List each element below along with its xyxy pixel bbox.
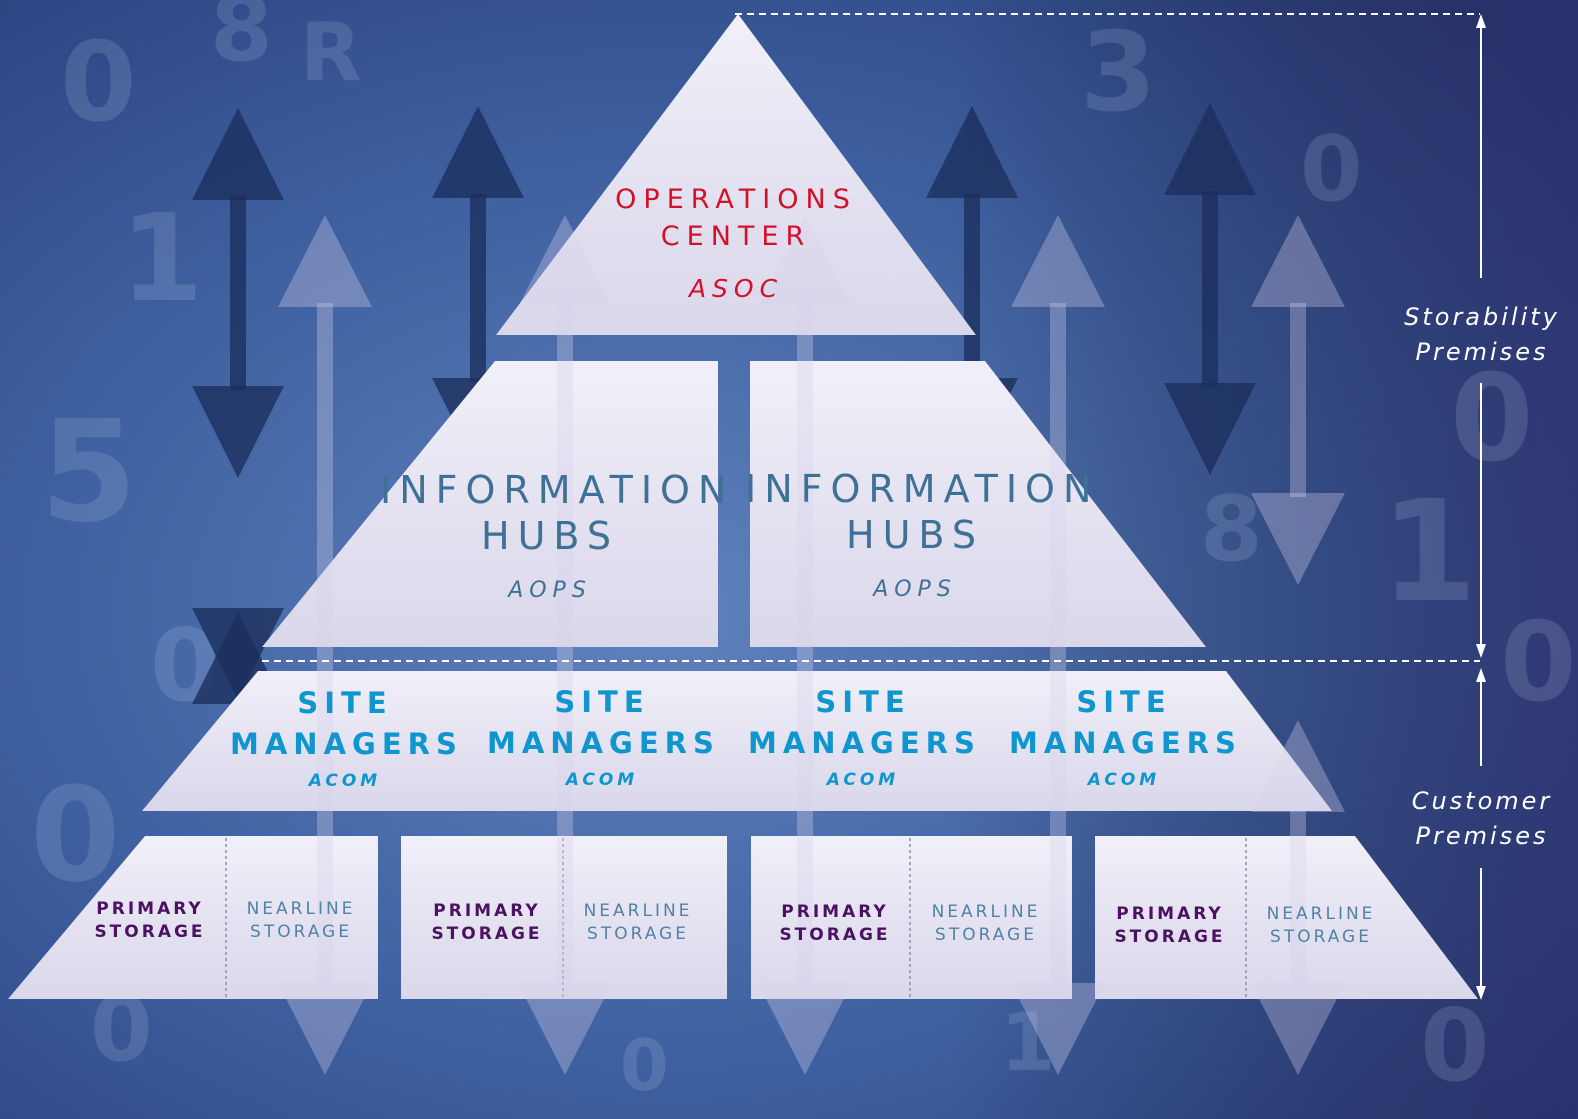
double-arrow-icon bbox=[758, 215, 852, 1075]
storability-premises-label: Storability Premises bbox=[1396, 300, 1568, 370]
site-manager-1-title: SITE MANAGERS bbox=[230, 689, 460, 759]
background-digit: 8 bbox=[210, 0, 273, 82]
operations-center-code: ASOC bbox=[688, 274, 784, 303]
hub-left-line-2: HUBS bbox=[481, 514, 619, 558]
background-digit: 8 bbox=[1200, 477, 1263, 582]
site-manager-1-code: ACOM bbox=[308, 771, 382, 791]
light-arrows bbox=[278, 215, 1345, 1075]
site-manager-2-code: ACOM bbox=[565, 770, 639, 790]
primary-storage-3: PRIMARY STORAGE bbox=[770, 901, 900, 947]
primary-storage-4-line-2: STORAGE bbox=[1114, 926, 1226, 947]
site-manager-4-title: SITE MANAGERS bbox=[1009, 688, 1239, 758]
storage-block-4 bbox=[1095, 836, 1478, 999]
primary-storage-1-line-2: STORAGE bbox=[94, 921, 206, 942]
nearline-storage-1-line-1: NEARLINE bbox=[246, 899, 356, 919]
nearline-storage-1-line-2: STORAGE bbox=[250, 921, 352, 942]
background-digit: 0 bbox=[60, 18, 137, 146]
site-2-line-1: SITE bbox=[554, 685, 650, 719]
background-digit: R bbox=[300, 6, 362, 99]
nearline-storage-2-line-1: NEARLINE bbox=[583, 901, 693, 921]
background-digit: 0 bbox=[1300, 117, 1363, 222]
hub-block-left bbox=[262, 361, 718, 647]
information-hub-right-title: INFORMATION HUBS bbox=[745, 467, 1100, 557]
double-arrow-icon bbox=[1011, 215, 1105, 1075]
double-arrow-icon bbox=[1251, 215, 1345, 585]
site-1-line-2: MANAGERS bbox=[230, 727, 463, 761]
hub-left-line-1: INFORMATION bbox=[380, 468, 735, 512]
site-4-line-1: SITE bbox=[1076, 685, 1172, 719]
nearline-storage-3-line-1: NEARLINE bbox=[931, 902, 1041, 922]
primary-storage-4-line-1: PRIMARY bbox=[1116, 904, 1224, 924]
primary-storage-2: PRIMARY STORAGE bbox=[422, 900, 552, 946]
double-arrow-icon bbox=[1251, 720, 1345, 1075]
storage-block-1 bbox=[8, 836, 378, 999]
nearline-storage-1: NEARLINE STORAGE bbox=[236, 898, 366, 944]
double-arrow-icon bbox=[1164, 103, 1256, 475]
pyramid-blocks bbox=[8, 14, 1478, 999]
site-manager-3-code: ACOM bbox=[826, 770, 900, 790]
nearline-storage-3: NEARLINE STORAGE bbox=[921, 901, 1051, 947]
arrowhead-down-icon bbox=[1476, 644, 1486, 658]
site-manager-4-code: ACOM bbox=[1087, 770, 1161, 790]
hub-right-line-1: INFORMATION bbox=[745, 467, 1100, 511]
arrowhead-down-icon bbox=[1476, 986, 1486, 1000]
nearline-storage-2-line-2: STORAGE bbox=[587, 923, 689, 944]
background-digit: 1 bbox=[1000, 996, 1056, 1089]
information-hub-right-code: AOPS bbox=[873, 577, 957, 602]
operations-line-1: OPERATIONS bbox=[615, 184, 857, 215]
customer-line-1: Customer bbox=[1411, 787, 1553, 815]
background-digit: 3 bbox=[1080, 8, 1157, 136]
primary-storage-2-line-2: STORAGE bbox=[431, 923, 543, 944]
customer-premises-label: Customer Premises bbox=[1396, 784, 1568, 854]
primary-storage-4: PRIMARY STORAGE bbox=[1105, 903, 1235, 949]
double-arrow-icon bbox=[278, 215, 372, 1075]
storage-dividers bbox=[225, 838, 1247, 1000]
nearline-storage-2: NEARLINE STORAGE bbox=[573, 900, 703, 946]
site-managers-block bbox=[142, 671, 1332, 811]
arrowhead-up-icon bbox=[1476, 668, 1486, 682]
zone-markers bbox=[262, 13, 1486, 1000]
double-arrow-icon bbox=[518, 215, 612, 1075]
site-4-line-2: MANAGERS bbox=[1009, 726, 1242, 760]
primary-storage-2-line-1: PRIMARY bbox=[433, 901, 541, 921]
operations-center-title: OPERATIONS CENTER bbox=[596, 186, 876, 250]
site-3-line-2: MANAGERS bbox=[748, 726, 981, 760]
site-2-line-2: MANAGERS bbox=[487, 726, 720, 760]
background-digit: 1 bbox=[1380, 471, 1477, 634]
hub-right-line-2: HUBS bbox=[846, 513, 984, 557]
site-manager-2-title: SITE MANAGERS bbox=[487, 688, 717, 758]
primary-storage-3-line-2: STORAGE bbox=[779, 924, 891, 945]
site-3-line-1: SITE bbox=[815, 685, 911, 719]
background-digit: 0 bbox=[1450, 350, 1534, 489]
nearline-storage-4: NEARLINE STORAGE bbox=[1256, 903, 1386, 949]
storability-line-2: Premises bbox=[1415, 337, 1549, 366]
background-digit: 0 bbox=[620, 1025, 669, 1107]
background-digit: 1 bbox=[120, 190, 204, 329]
site-1-line-1: SITE bbox=[297, 686, 393, 720]
background-digit: 0 bbox=[1420, 987, 1490, 1104]
double-arrow-icon bbox=[192, 108, 284, 478]
operations-line-2: CENTER bbox=[660, 221, 812, 252]
background-digit: 5 bbox=[40, 391, 137, 554]
primary-storage-1-line-1: PRIMARY bbox=[96, 899, 204, 919]
customer-line-2: Premises bbox=[1415, 821, 1549, 850]
operations-block bbox=[496, 14, 976, 335]
nearline-storage-3-line-2: STORAGE bbox=[935, 924, 1037, 945]
nearline-storage-4-line-2: STORAGE bbox=[1270, 926, 1372, 947]
site-manager-3-title: SITE MANAGERS bbox=[748, 688, 978, 758]
primary-storage-3-line-1: PRIMARY bbox=[781, 902, 889, 922]
storability-line-1: Storability bbox=[1404, 303, 1560, 331]
primary-storage-1: PRIMARY STORAGE bbox=[85, 898, 215, 944]
hub-block-right bbox=[750, 361, 1206, 647]
storage-block-3 bbox=[751, 836, 1072, 999]
nearline-storage-4-line-1: NEARLINE bbox=[1266, 904, 1376, 924]
storage-block-2 bbox=[401, 836, 727, 999]
information-hub-left-code: AOPS bbox=[508, 578, 592, 603]
background-digit: 0 bbox=[1500, 598, 1577, 726]
arrowhead-up-icon bbox=[1476, 14, 1486, 28]
information-hub-left-title: INFORMATION HUBS bbox=[380, 468, 735, 558]
